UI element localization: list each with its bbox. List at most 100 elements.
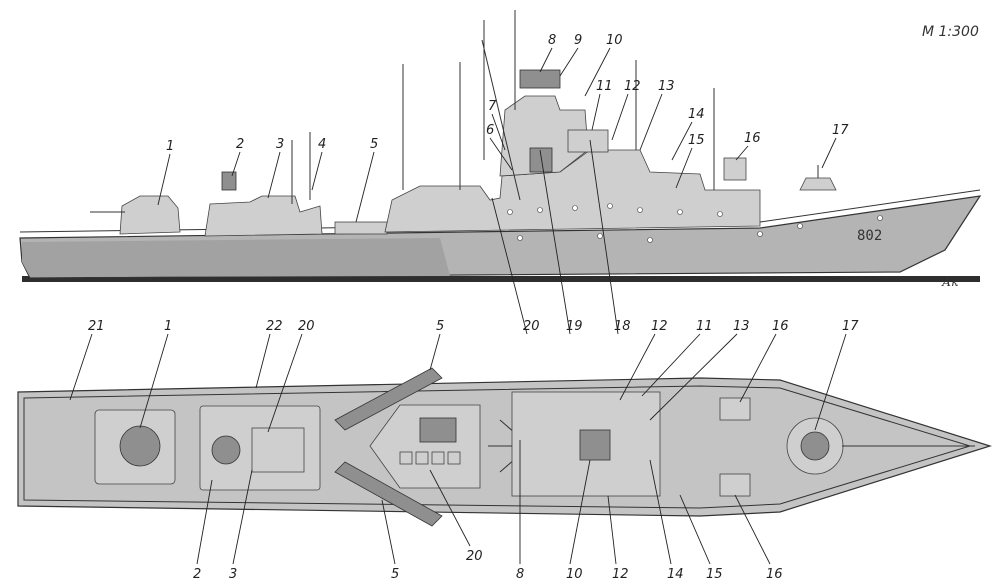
- bridge-block: [529, 147, 553, 173]
- plan-top-callout-13: 13: [733, 319, 750, 334]
- plan-launcher-port: [334, 367, 443, 431]
- fore-director: [723, 157, 747, 181]
- plan-bottom-leader: [607, 495, 617, 565]
- side-hull-aft-shade: [22, 238, 450, 277]
- side-leader: [267, 151, 281, 199]
- side-leader: [355, 151, 375, 223]
- radar-antenna: [519, 69, 561, 89]
- side-callout-1: 1: [166, 139, 174, 154]
- plan-aft-turret: [119, 425, 161, 467]
- plan-top-callout-22: 22: [266, 319, 283, 334]
- plan-aft-director: [211, 435, 241, 465]
- side-callout-11: 11: [596, 79, 613, 94]
- side-callout-14: 14: [688, 107, 705, 122]
- side-leader: [671, 121, 693, 161]
- side-leader: [157, 153, 171, 206]
- aft-gun-turret: [119, 195, 181, 235]
- plan-top-callout-11: 11: [696, 319, 713, 334]
- plan-top-leader: [619, 333, 656, 401]
- side-callout-15: 15: [688, 133, 705, 148]
- hull-number: 802: [857, 228, 882, 244]
- portholes: [507, 203, 883, 243]
- plan-top-leader: [139, 333, 169, 429]
- plan-forward-gun: [800, 431, 830, 461]
- side-callout-9: 9: [574, 33, 582, 48]
- side-leader: [539, 149, 571, 335]
- side-callout-3: 3: [276, 137, 284, 152]
- plan-bottom-callout-8: 8: [516, 567, 524, 582]
- side-callout-19: 19: [566, 319, 583, 334]
- main-superstructure: [384, 149, 761, 233]
- forward-gun: [799, 177, 837, 191]
- callout-leaders: [69, 47, 847, 565]
- plan-top-callout-20: 20: [298, 319, 315, 334]
- plan-director-port: [719, 397, 751, 421]
- side-leader: [231, 151, 241, 177]
- side-leader: [589, 139, 619, 335]
- plan-grille: [419, 417, 457, 443]
- plan-top-leader: [267, 333, 303, 433]
- plan-bottom-callout-16: 16: [766, 567, 783, 582]
- plan-top-leader: [255, 333, 271, 389]
- plan-bottom-leader: [429, 469, 471, 547]
- plan-top-callout-5: 5: [436, 319, 444, 334]
- side-callout-13: 13: [658, 79, 675, 94]
- plan-bottom-callout-20: 20: [466, 549, 483, 564]
- plan-deck-edge: [23, 385, 972, 509]
- main-mast-tower: [499, 95, 589, 177]
- side-view: 802 Ак: [19, 10, 982, 289]
- plan-bottom-leader: [196, 479, 213, 565]
- plan-bottom-callout-2: 2: [193, 567, 201, 582]
- side-callout-4: 4: [318, 137, 326, 152]
- plan-bottom-leader: [679, 494, 711, 565]
- aft-superstructure: [204, 195, 323, 237]
- plan-top-leader: [649, 333, 738, 421]
- plan-director-starboard: [719, 473, 751, 497]
- launcher-rack: [334, 221, 388, 235]
- side-leader: [735, 145, 749, 161]
- plan-top-leader: [429, 333, 441, 371]
- side-callout-2: 2: [236, 137, 244, 152]
- plan-top-leader: [641, 333, 701, 397]
- aft-director: [221, 171, 237, 191]
- side-callout-18: 18: [614, 319, 631, 334]
- forward-director: [567, 129, 609, 153]
- side-leader: [639, 93, 663, 151]
- side-callout-5: 5: [370, 137, 378, 152]
- plan-top-callout-12: 12: [651, 319, 668, 334]
- side-leader: [491, 197, 528, 335]
- plan-top-callout-21: 21: [88, 319, 105, 334]
- side-leader: [591, 93, 601, 131]
- side-leader: [611, 93, 629, 141]
- plan-bottom-leader: [232, 469, 253, 565]
- side-callout-10: 10: [606, 33, 623, 48]
- plan-view: [17, 367, 993, 527]
- side-leader: [489, 137, 513, 171]
- scale-label: M 1:300: [922, 24, 979, 40]
- side-callout-12: 12: [624, 79, 641, 94]
- plan-top-callout-1: 1: [164, 319, 172, 334]
- plan-top-leader: [739, 333, 777, 403]
- side-callout-7: 7: [488, 99, 497, 114]
- plan-bottom-callout-5: 5: [391, 567, 399, 582]
- side-leader: [311, 151, 323, 191]
- side-callout-8: 8: [548, 33, 556, 48]
- plan-bottom-leader: [381, 499, 396, 565]
- side-leader: [559, 47, 579, 77]
- plan-bottom-callout-12: 12: [612, 567, 629, 582]
- plan-bottom-callout-14: 14: [667, 567, 684, 582]
- side-leader: [491, 113, 506, 151]
- plan-vents: [399, 451, 461, 465]
- plan-bottom-callout-3: 3: [229, 567, 237, 582]
- plan-bridge: [579, 429, 611, 461]
- side-leader: [539, 47, 553, 73]
- side-callout-6: 6: [486, 123, 494, 138]
- plan-bottom-leader: [649, 459, 672, 565]
- waterline: [22, 276, 980, 282]
- plan-bottom-leader: [569, 459, 591, 565]
- side-callout-17: 17: [832, 123, 849, 138]
- plan-top-leader: [814, 333, 847, 431]
- plan-top-callout-16: 16: [772, 319, 789, 334]
- side-callout-16: 16: [744, 131, 761, 146]
